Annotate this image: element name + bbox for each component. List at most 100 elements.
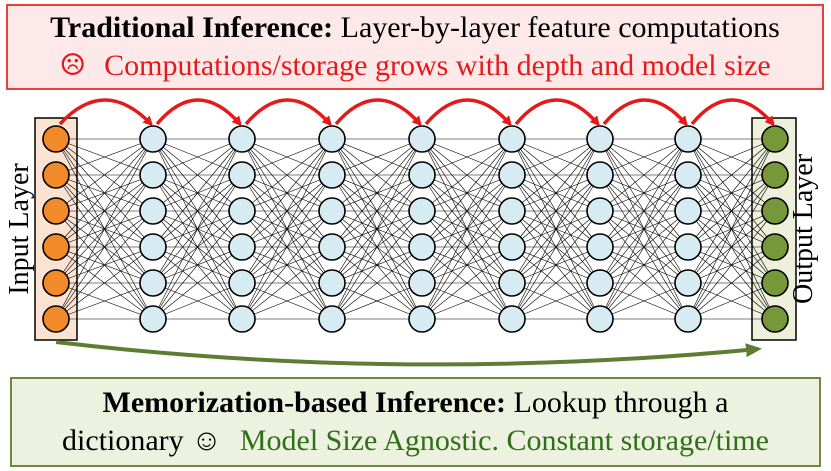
hidden-node <box>408 197 436 225</box>
layer-hop-arrow <box>58 98 154 127</box>
hidden-node <box>674 161 702 189</box>
traditional-description: Layer-by-layer feature computations <box>340 11 780 44</box>
hidden-node <box>318 233 346 261</box>
network-edge <box>421 138 513 284</box>
network-edge <box>511 138 601 320</box>
input-node <box>42 269 70 297</box>
layer-hop-arrow <box>334 98 423 127</box>
input-node <box>42 125 70 153</box>
network-edge <box>331 174 423 320</box>
network-edge <box>55 138 154 284</box>
network-edge <box>421 138 513 248</box>
layer-hop-arrows <box>58 98 775 127</box>
network-edge <box>511 138 601 176</box>
input-node <box>42 161 70 189</box>
network-edge <box>421 282 513 320</box>
memorization-description-2: dictionary <box>62 424 184 457</box>
network-edge <box>152 174 243 320</box>
hidden-node <box>586 161 614 189</box>
output-node <box>761 305 789 333</box>
hidden-node <box>139 233 167 261</box>
traditional-inference-box: Traditional Inference: Layer-by-layer fe… <box>6 4 824 90</box>
hidden-node <box>228 161 256 189</box>
hidden-node <box>318 269 346 297</box>
network-edge <box>421 138 513 212</box>
output-node <box>761 161 789 189</box>
network-edge <box>55 210 154 320</box>
hidden-node <box>498 161 526 189</box>
hidden-node <box>586 197 614 225</box>
hidden-node <box>586 233 614 261</box>
layer-hop-arrow <box>690 98 775 127</box>
hidden-node <box>228 233 256 261</box>
hidden-node <box>318 161 346 189</box>
layer-hop-arrow <box>244 98 333 127</box>
output-node <box>761 197 789 225</box>
network-edge <box>241 138 333 176</box>
hidden-node <box>228 305 256 333</box>
network-edge <box>152 138 243 320</box>
hidden-node <box>408 269 436 297</box>
network-edge <box>687 210 776 320</box>
network-edge <box>152 210 243 320</box>
network-edge <box>55 138 154 176</box>
hidden-node <box>408 305 436 333</box>
traditional-title-line: Traditional Inference: Layer-by-layer fe… <box>8 10 822 46</box>
input-node <box>42 197 70 225</box>
hidden-node <box>318 197 346 225</box>
network-edge <box>687 174 776 320</box>
output-node <box>761 269 789 297</box>
output-node <box>761 233 789 261</box>
network-edge <box>331 138 423 212</box>
network-edge <box>421 138 513 320</box>
memorization-title: Memorization-based Inference: <box>102 386 507 419</box>
hidden-node <box>408 161 436 189</box>
network-edge <box>687 138 776 320</box>
network-edge <box>511 138 601 284</box>
network-edge <box>687 282 776 320</box>
hidden-node <box>674 233 702 261</box>
network-edge <box>331 210 423 320</box>
hidden-node <box>586 125 614 153</box>
network-edge <box>511 138 601 248</box>
network-edge <box>421 138 513 176</box>
network-edge <box>152 138 243 248</box>
layer-hop-arrow <box>602 98 688 127</box>
network-edge <box>687 138 776 284</box>
hidden-node <box>674 197 702 225</box>
hidden-node <box>228 269 256 297</box>
network-edge <box>421 174 513 320</box>
output-layer-label: Output Layer <box>788 153 819 304</box>
hidden-node <box>498 125 526 153</box>
network-edge <box>152 138 243 212</box>
network-edge <box>421 210 513 320</box>
memorization-benefit: Model Size Agnostic. Constant storage/ti… <box>239 424 769 457</box>
network-edge <box>241 138 333 284</box>
hidden-node <box>408 233 436 261</box>
hidden-node <box>498 197 526 225</box>
hidden-node <box>408 125 436 153</box>
network-edge <box>599 138 689 320</box>
hidden-node <box>318 305 346 333</box>
memorization-description: Lookup through a <box>513 386 729 419</box>
input-node <box>42 305 70 333</box>
network-edge <box>55 138 154 248</box>
layer-hop-arrow <box>155 98 242 127</box>
memorization-benefit-line: dictionary ☺Model Size Agnostic. Constan… <box>12 423 819 459</box>
output-node <box>761 125 789 153</box>
network-edge <box>331 138 423 284</box>
network-edge <box>599 246 689 320</box>
hidden-node <box>139 305 167 333</box>
network-edge <box>241 282 333 320</box>
network-edge <box>331 282 423 320</box>
network-edge <box>687 138 776 176</box>
hidden-node <box>228 125 256 153</box>
network-edge <box>331 246 423 320</box>
network-edge <box>599 138 689 212</box>
network-edge <box>241 138 333 248</box>
network-edge <box>511 246 601 320</box>
network-edge <box>55 138 154 212</box>
network-edge <box>331 138 423 320</box>
network-edge <box>687 246 776 320</box>
network-edge <box>421 246 513 320</box>
